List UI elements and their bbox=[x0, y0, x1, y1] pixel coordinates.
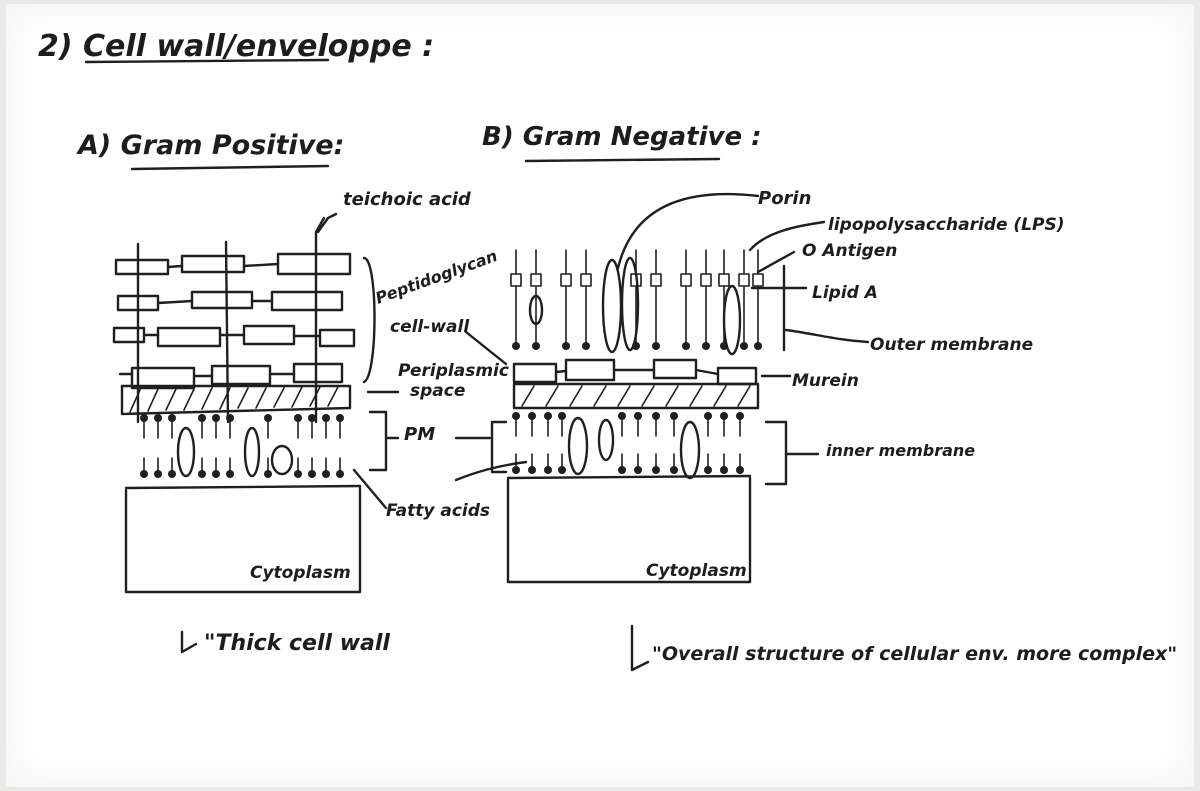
lps-chain bbox=[752, 249, 764, 343]
label-murein: Murein bbox=[792, 371, 859, 391]
lipid-a-head bbox=[532, 342, 540, 350]
gram-negative-note: "Overall structure of cellular env. more… bbox=[652, 643, 1177, 665]
label-cell-wall: cell-wall bbox=[390, 317, 470, 337]
gram-negative-underline bbox=[524, 157, 721, 163]
lipid-a-head bbox=[682, 342, 690, 350]
lps-chain bbox=[560, 249, 572, 343]
label-fatty-acids: Fatty acids bbox=[386, 501, 490, 521]
whiteboard: 2) Cell wall/enveloppe : A) Gram Positiv… bbox=[6, 4, 1194, 787]
label-outer-membrane: Outer membrane bbox=[870, 335, 1033, 355]
label-gn-cytoplasm: Cytoplasm bbox=[646, 561, 747, 581]
lipid-a-head bbox=[582, 342, 590, 350]
title-underline bbox=[84, 58, 330, 64]
gp-note-arrow bbox=[180, 630, 198, 654]
label-teichoic-acid: teichoic acid bbox=[343, 189, 472, 210]
diagram-canvas: 2) Cell wall/enveloppe : A) Gram Positiv… bbox=[38, 29, 1177, 672]
label-peptidoglycan: Peptidoglycan bbox=[373, 246, 500, 308]
lps-chain bbox=[650, 249, 662, 343]
lipid-a-head bbox=[702, 342, 710, 350]
gram-positive-heading: A) Gram Positive: bbox=[76, 130, 344, 161]
lps-chain bbox=[510, 249, 522, 343]
label-porin: Porin bbox=[758, 188, 811, 209]
gn-note-arrow bbox=[630, 624, 650, 672]
label-o-antigen: O Antigen bbox=[802, 241, 897, 261]
gram-positive-note: "Thick cell wall bbox=[204, 631, 390, 656]
gram-positive-diagram bbox=[112, 212, 400, 594]
label-space: space bbox=[410, 381, 465, 401]
lipid-a-head bbox=[754, 342, 762, 350]
lipid-a-head bbox=[512, 342, 520, 350]
label-gp-cytoplasm: Cytoplasm bbox=[250, 563, 351, 583]
lps-chain bbox=[680, 249, 692, 343]
lps-chain bbox=[580, 249, 592, 343]
gram-positive-underline bbox=[130, 164, 330, 171]
lps-chain bbox=[700, 249, 712, 343]
label-inner-membrane: inner membrane bbox=[826, 441, 975, 460]
lps-chain bbox=[738, 249, 750, 343]
label-lps: lipopolysaccharide (LPS) bbox=[828, 215, 1064, 235]
label-lipid-a: Lipid A bbox=[812, 283, 878, 303]
label-pm: PM bbox=[404, 424, 435, 445]
gram-negative-diagram bbox=[454, 192, 870, 584]
lipid-a-head bbox=[562, 342, 570, 350]
label-periplasmic: Periplasmic bbox=[398, 361, 509, 381]
lipid-a-head bbox=[740, 342, 748, 350]
gram-negative-heading: B) Gram Negative : bbox=[482, 122, 762, 152]
lipid-a-head bbox=[652, 342, 660, 350]
section-title: 2) Cell wall/enveloppe : bbox=[38, 29, 434, 64]
